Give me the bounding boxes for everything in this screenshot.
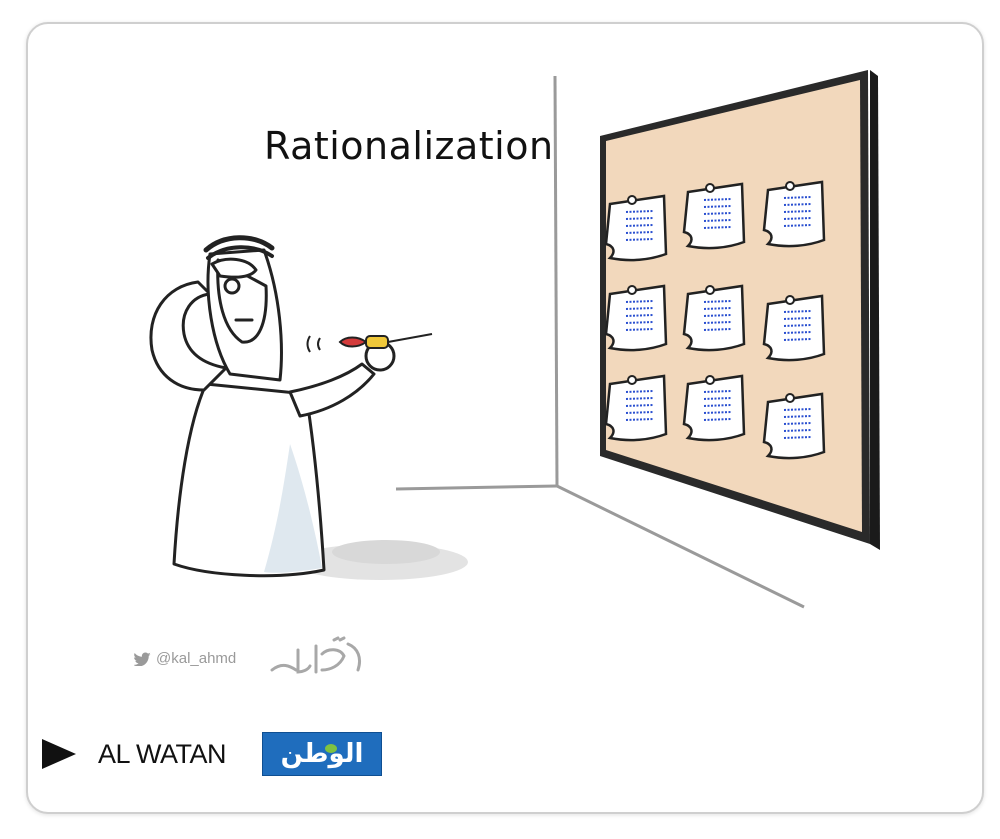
artist-signature: [270, 636, 362, 674]
pinned-note: [762, 392, 826, 460]
pushpin-icon: [785, 393, 795, 403]
pushpin-icon: [785, 181, 795, 191]
pinned-note: [762, 180, 826, 248]
cartoon-illustration: [149, 70, 880, 609]
pinned-note: [682, 284, 746, 352]
cartoon-card: Rationalization @kal_ahmd AL WATAN الوطن: [26, 22, 984, 814]
pushpin-icon: [705, 285, 715, 295]
pushpin-icon: [705, 183, 715, 193]
play-triangle-icon: [42, 739, 76, 769]
al-watan-logo: الوطن: [262, 732, 383, 776]
artist-credit: @kal_ahmd: [134, 650, 236, 667]
pinned-note: [682, 374, 746, 442]
logo-green-dot: [325, 744, 338, 753]
pushpin-icon: [705, 375, 715, 385]
pinned-note: [604, 374, 668, 442]
artist-handle: @kal_ahmd: [156, 650, 237, 667]
pushpin-icon: [627, 285, 637, 295]
twitter-bird-icon: [134, 651, 151, 666]
room-lines: [395, 75, 805, 609]
footer-branding: AL WATAN الوطن: [42, 732, 383, 776]
pinned-note: [604, 194, 668, 262]
cartoon-caption: Rationalization: [264, 124, 554, 168]
pinned-note: [604, 284, 668, 352]
pinned-note: [682, 182, 746, 250]
brand-logo-text: الوطن: [280, 739, 365, 769]
pinned-note: [762, 294, 826, 362]
pushpin-icon: [627, 195, 637, 205]
man-figure: [149, 235, 396, 578]
dart: [306, 333, 433, 353]
pinned-notes: [604, 180, 826, 460]
pushpin-icon: [627, 375, 637, 385]
brand-label: AL WATAN: [98, 738, 227, 769]
pushpin-icon: [785, 295, 795, 305]
